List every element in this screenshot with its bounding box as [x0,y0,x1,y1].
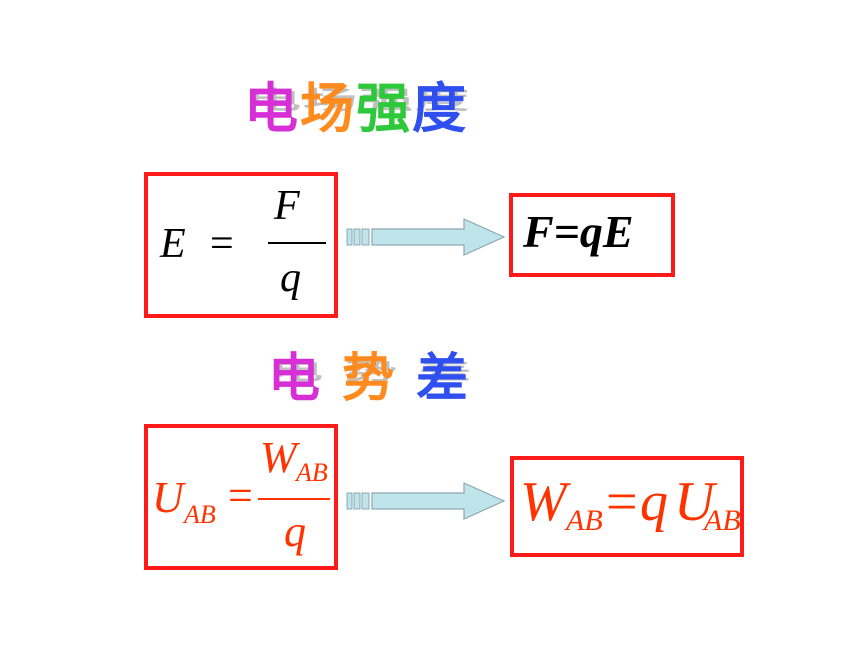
numerator-w: W [260,433,297,482]
symbol-q: q [640,471,668,533]
force-formula: F=qE [523,206,634,257]
numerator-f: F [274,183,300,229]
right-arrow-icon [346,482,506,520]
equals-sign: = [210,221,234,267]
title-char: 电电 [244,77,303,140]
title-char: 强强 [356,77,415,140]
title-char: 电电 [268,349,326,409]
symbol-u: U [152,473,184,522]
symbol-u: U [674,471,715,533]
title-char: 场场 [300,77,359,140]
denominator-q: q [280,255,301,301]
symbol-e: E [160,221,186,267]
fraction-bar [268,242,326,244]
formula-box-work: W AB = q U AB [510,456,744,557]
title-char: 差差 [416,349,474,409]
subscript-ab: AB [704,504,741,537]
subscript-ab: AB [566,504,603,537]
denominator-q: q [284,507,306,556]
title-char: 势势 [342,349,400,409]
equals-sign: = [228,471,253,520]
right-arrow-icon [346,218,506,256]
title-char: 度度 [412,77,471,140]
formula-box-potential-definition: U AB = W AB q [144,424,338,570]
equals-sign: = [606,471,638,533]
subscript-ab: AB [184,500,216,529]
fraction-bar [258,498,330,500]
title-potential-difference: 电电势势差差 [268,336,474,411]
symbol-w: W [520,471,567,533]
subscript-ab: AB [296,458,328,487]
formula-box-field-definition: E = F q [144,172,338,318]
formula-box-force: F=qE [509,193,675,277]
title-electric-field-strength: 电电场场强强度度 [244,64,471,143]
